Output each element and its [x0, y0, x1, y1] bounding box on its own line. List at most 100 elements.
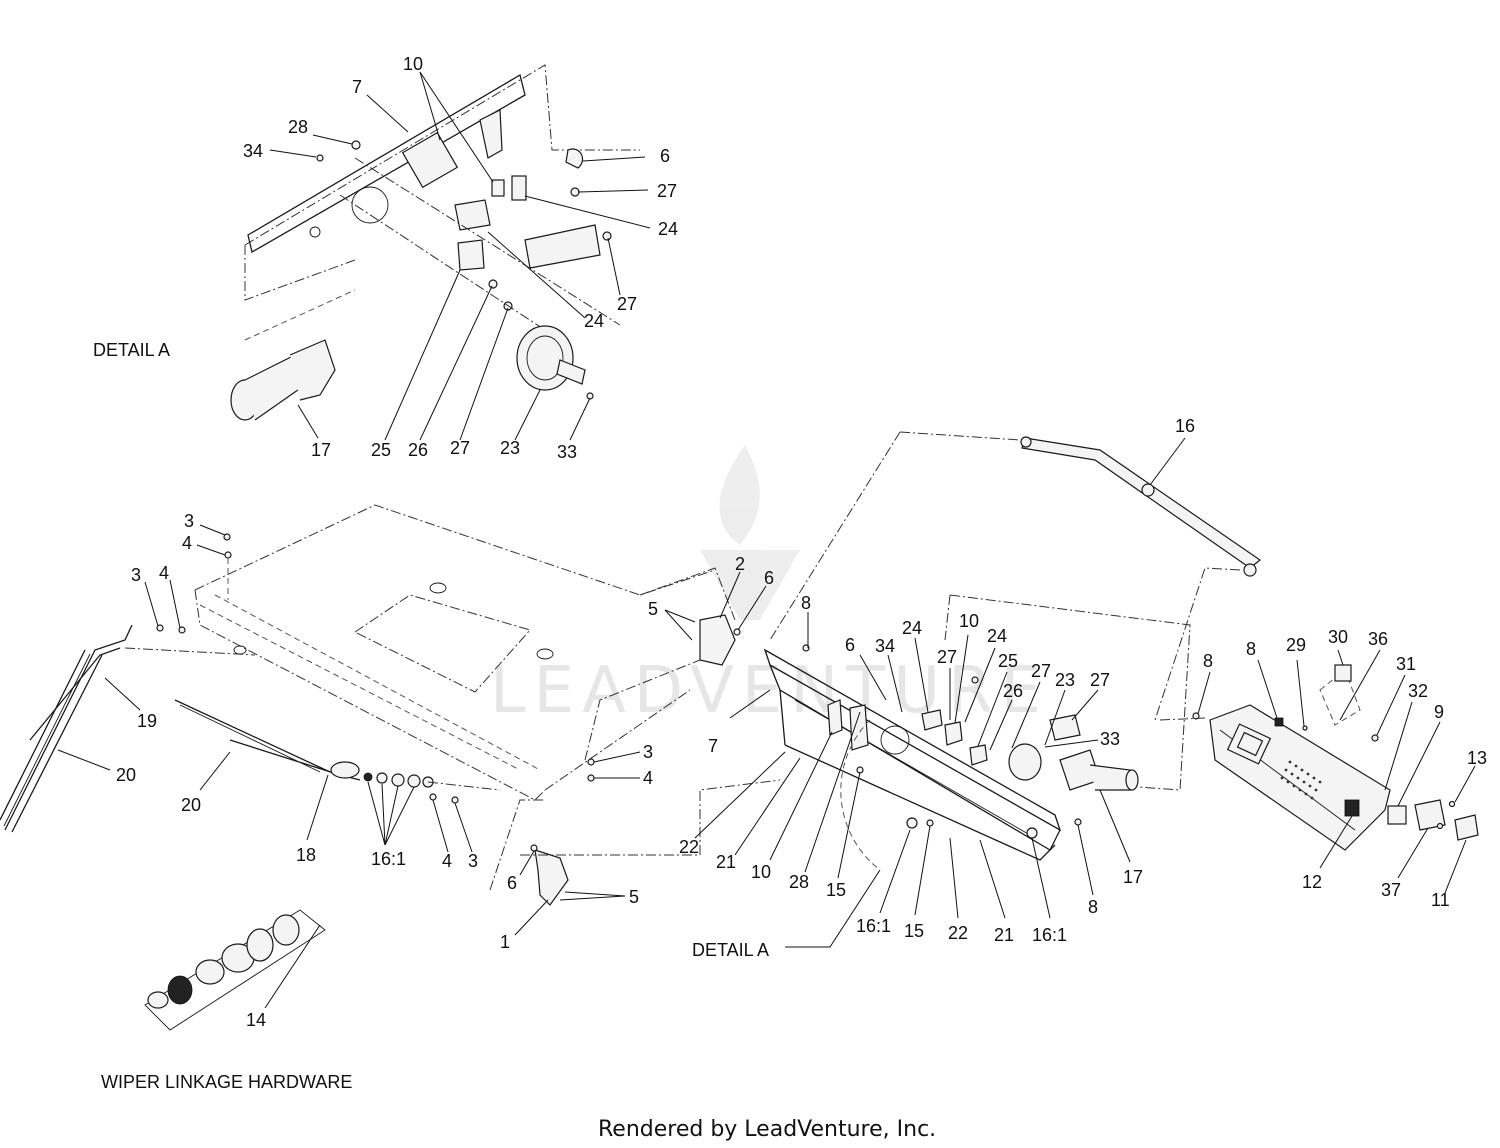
bracket-2 [584, 567, 741, 761]
detail-a-assembly [763, 594, 1191, 871]
callout: 32 [1408, 681, 1428, 701]
callout: 28 [288, 117, 308, 137]
callout: 30 [1328, 627, 1348, 647]
callout: 24 [584, 311, 604, 331]
callout: 37 [1381, 880, 1401, 900]
callout: 21 [716, 852, 736, 872]
callout: 16:1 [856, 916, 891, 936]
callout: 15 [904, 921, 924, 941]
callout: 2 [735, 554, 745, 574]
wiper-bracket-6 [479, 109, 503, 159]
leadventure-watermark: LEADVENTURE [490, 445, 1049, 728]
watermark-text: LEADVENTURE [490, 654, 1049, 728]
callout: 16:1 [1032, 925, 1067, 945]
callout: 24 [902, 618, 922, 638]
detail-a-caption-top: DETAIL A [93, 340, 170, 360]
callout: 8 [1088, 897, 1098, 917]
callout: 20 [116, 765, 136, 785]
callout: 4 [442, 851, 452, 871]
callout: 3 [131, 565, 141, 585]
callout: 8 [1203, 651, 1213, 671]
callout: 22 [948, 923, 968, 943]
callout: 8 [801, 593, 811, 613]
callout: 10 [403, 54, 423, 74]
connector-24b [454, 199, 491, 231]
callout: 33 [557, 442, 577, 462]
callout: 25 [998, 651, 1018, 671]
callout: 27 [937, 647, 957, 667]
motor-housing-23-main [1008, 743, 1042, 781]
callout: 22 [679, 837, 699, 857]
nut [147, 991, 169, 1009]
wiper-linkage-16 [769, 431, 1262, 721]
mounting-bracket-7 [247, 73, 526, 253]
wiper-arm-18 [229, 739, 501, 791]
wiper-motor-17 [230, 289, 356, 421]
callout: 5 [629, 887, 639, 907]
callout: 20 [181, 795, 201, 815]
callout: 3 [468, 851, 478, 871]
callout: 6 [507, 873, 517, 893]
switch-panel-9 [1159, 664, 1391, 851]
callout: 7 [352, 77, 362, 97]
motor-housing-23 [516, 325, 594, 400]
callout: 27 [617, 294, 637, 314]
hardware-fasteners [156, 533, 595, 804]
wiper-blade-20-left [0, 649, 91, 827]
callout: 3 [643, 742, 653, 762]
callout: 34 [875, 636, 895, 656]
label-36 [1334, 664, 1352, 682]
detail-a-top-view [230, 64, 640, 421]
callout: 24 [987, 626, 1007, 646]
callout: 26 [1003, 681, 1023, 701]
callout: 27 [1090, 670, 1110, 690]
callout: 15 [826, 880, 846, 900]
terminal-block [524, 224, 601, 269]
callout: 36 [1368, 629, 1388, 649]
callout-labels: 10 7 28 34 6 27 24 27 24 17 25 26 27 23 … [116, 54, 1487, 1030]
floor-opening [354, 594, 531, 693]
callout: 5 [648, 599, 658, 619]
callout: 28 [789, 872, 809, 892]
callout: 25 [371, 440, 391, 460]
callout: 11 [1431, 890, 1450, 910]
plate-11 [1414, 799, 1446, 831]
callout: 27 [657, 181, 677, 201]
callout: 33 [1100, 729, 1120, 749]
callout: 23 [500, 438, 520, 458]
callout: 27 [450, 438, 470, 458]
wiper-arm-19 [4, 624, 256, 833]
callout: 16:1 [371, 849, 406, 869]
callout: 18 [296, 845, 316, 865]
panel-outline [244, 64, 640, 246]
switch-37 [1344, 799, 1360, 817]
callout: 17 [1123, 867, 1143, 887]
callout: 17 [311, 440, 331, 460]
callout: 10 [751, 862, 771, 882]
detail-a-caption-bottom: DETAIL A [692, 940, 769, 960]
callout: 12 [1302, 872, 1322, 892]
connector-24 [511, 175, 527, 201]
callout: 14 [246, 1010, 266, 1030]
callout: 8 [1246, 639, 1256, 659]
cover-14 [1454, 814, 1479, 841]
key-switch-13 [1387, 805, 1407, 825]
callout: 24 [658, 219, 678, 239]
callout: 4 [643, 768, 653, 788]
callout: 7 [708, 736, 718, 756]
callout: 16 [1175, 416, 1195, 436]
callout: 4 [182, 533, 192, 553]
wiper-linkage-hardware [144, 909, 326, 1031]
callout: 26 [408, 440, 428, 460]
callout: 34 [243, 141, 263, 161]
callout: 9 [1434, 702, 1444, 722]
callout: 19 [137, 711, 157, 731]
callout: 13 [1467, 748, 1487, 768]
callout: 23 [1055, 670, 1075, 690]
callout: 3 [184, 511, 194, 531]
grommet-29 [1274, 717, 1284, 727]
floor-panel [194, 504, 716, 801]
callout: 21 [994, 925, 1014, 945]
leader-lines [57, 71, 1476, 1009]
